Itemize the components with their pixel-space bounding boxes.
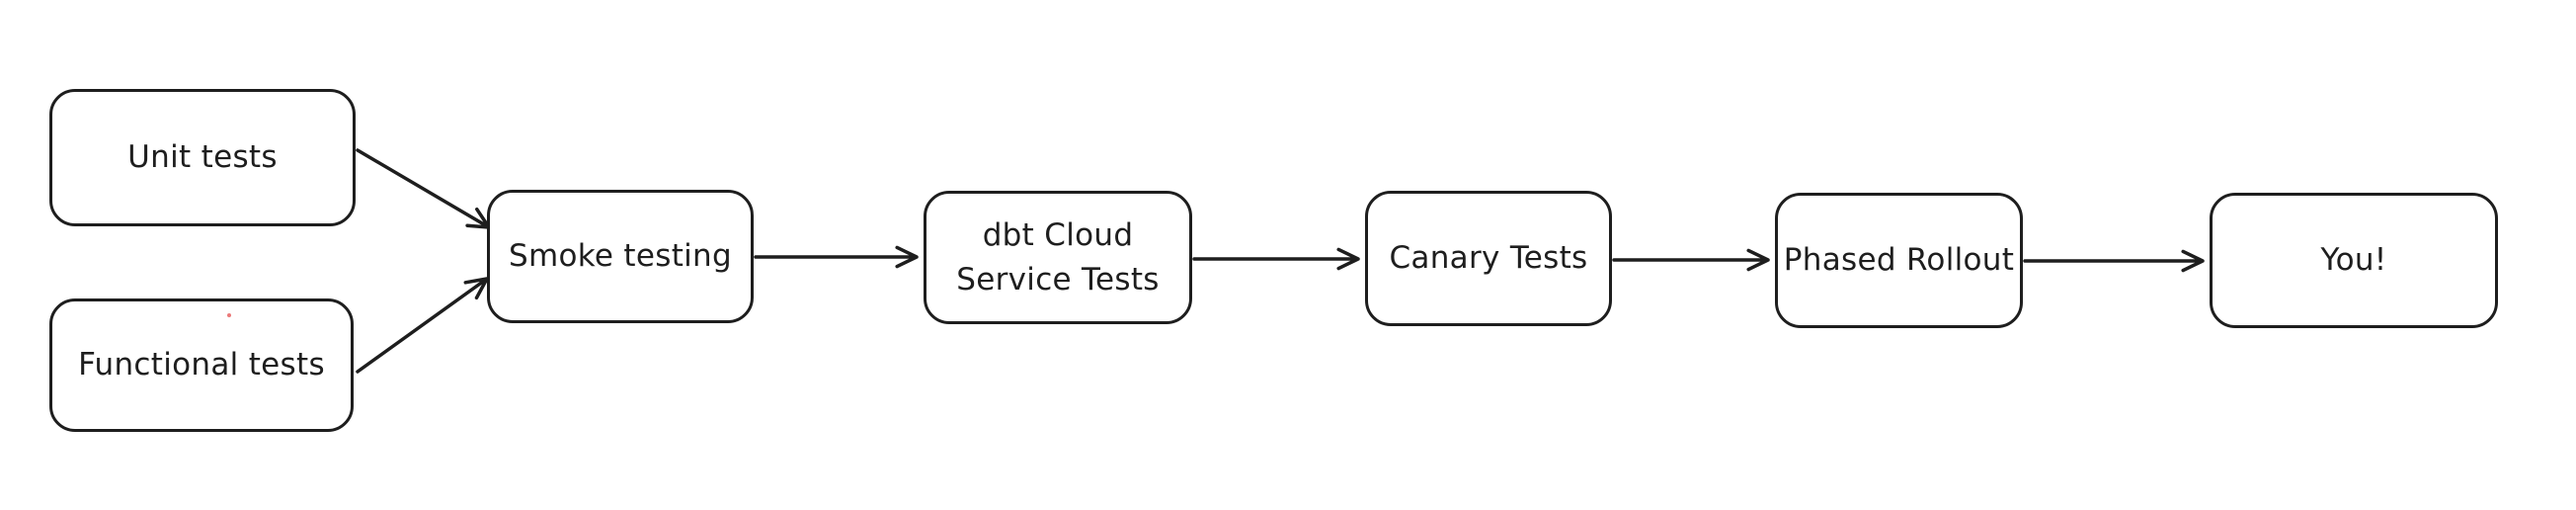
node-you-label: You!: [2320, 242, 2387, 278]
node-dbt-cloud-service-tests-label: dbt Cloud Service Tests: [956, 216, 1160, 298]
stray-red-dot: [227, 313, 231, 317]
node-canary-tests: Canary Tests: [1365, 191, 1612, 326]
edge-canary-tests-to-phased-rollout: [1612, 248, 1770, 272]
node-phased-rollout-label: Phased Rollout: [1783, 242, 2015, 278]
edge-dbt-cloud-to-canary-tests: [1192, 247, 1360, 271]
node-unit-tests: Unit tests: [49, 89, 356, 226]
edge-smoke-testing-to-dbt-cloud: [754, 245, 919, 269]
edge-phased-rollout-to-you: [2023, 249, 2205, 273]
edge-functional-tests-to-smoke-testing: [356, 277, 489, 374]
edge-unit-tests-to-smoke-testing: [356, 148, 491, 229]
node-dbt-cloud-service-tests: dbt Cloud Service Tests: [924, 191, 1192, 324]
node-smoke-testing: Smoke testing: [487, 190, 754, 323]
node-canary-tests-label: Canary Tests: [1389, 240, 1588, 276]
node-smoke-testing-label: Smoke testing: [509, 238, 732, 274]
node-you: You!: [2210, 193, 2498, 328]
node-functional-tests-label: Functional tests: [78, 347, 325, 382]
node-functional-tests: Functional tests: [49, 298, 354, 432]
node-phased-rollout: Phased Rollout: [1775, 193, 2023, 328]
node-unit-tests-label: Unit tests: [127, 139, 278, 175]
